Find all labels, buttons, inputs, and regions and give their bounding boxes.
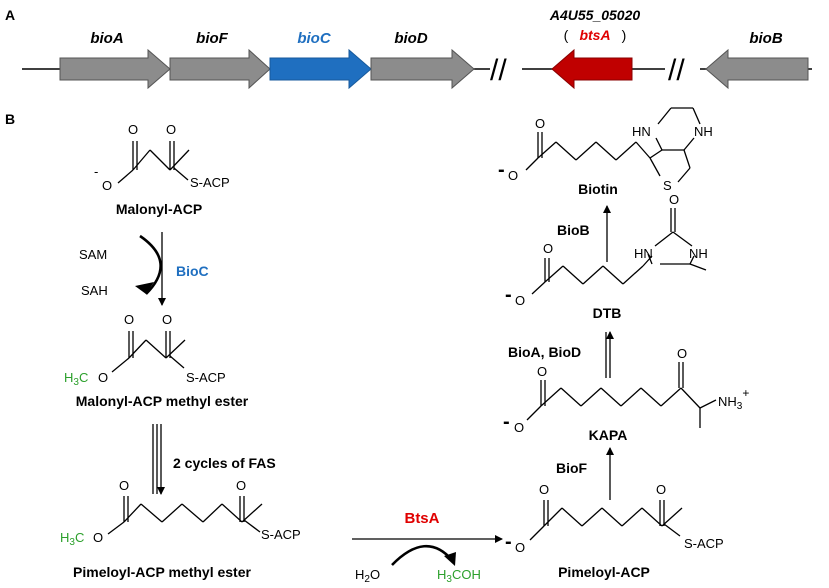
atom-o: O — [236, 478, 246, 493]
enzyme-bioa-biod: BioA, BioD — [508, 344, 581, 360]
enzyme-fas: 2 cycles of FAS — [173, 455, 276, 471]
atom-o: O — [93, 530, 103, 545]
locus-tag-label: A4U55_05020 — [549, 7, 641, 23]
compound-dtb: DTB — [593, 305, 622, 321]
methyl-group: H3C — [60, 530, 84, 548]
gene-biob-label: bioB — [749, 30, 782, 47]
gene-biof-arrow — [169, 48, 271, 90]
atom-s-acp: S-ACP — [261, 527, 301, 542]
enzyme-btsa: BtsA — [404, 510, 439, 527]
cofactor-methanol: H3COH — [437, 567, 481, 585]
atom-o: O — [98, 370, 108, 385]
gene-bioc-arrow — [269, 48, 372, 90]
atom-s: S — [663, 178, 672, 193]
break-mark: // — [668, 54, 685, 87]
atom-s-acp: S-ACP — [684, 536, 724, 551]
atom-minus: - — [503, 411, 510, 433]
atom-o: O — [543, 241, 553, 256]
atom-o: O — [535, 116, 545, 131]
enzyme-biof: BioF — [556, 460, 588, 476]
atom-o: O — [166, 122, 176, 137]
paren-open: ( — [564, 27, 569, 43]
atom-minus: - — [505, 284, 512, 306]
cofactor-water: H2O — [355, 567, 380, 585]
atom-nh: NH — [689, 246, 708, 261]
atom-nh: NH — [694, 124, 713, 139]
atom-hn: HN — [634, 246, 653, 261]
malonyl-acp-structure — [117, 141, 190, 184]
pimeloyl-acp-methyl-ester-structure — [107, 496, 263, 535]
compound-pimeloyl-acp: Pimeloyl-ACP — [558, 564, 650, 580]
atom-o: O — [537, 364, 547, 379]
sam-sah-curved-arrow — [139, 234, 162, 295]
atom-o: O — [162, 312, 172, 327]
cofactor-sam: SAM — [79, 247, 107, 262]
gene-biod-arrow — [370, 48, 475, 90]
atom-o: O — [514, 420, 524, 435]
gene-biob-arrow — [705, 48, 809, 90]
atom-o: O — [656, 482, 666, 497]
atom-s-acp: S-ACP — [186, 370, 226, 385]
compound-kapa: KAPA — [589, 427, 628, 443]
compound-malonyl-acp: Malonyl-ACP — [116, 201, 202, 217]
atom-o: O — [128, 122, 138, 137]
atom-o: O — [124, 312, 134, 327]
enzyme-biob: BioB — [557, 222, 590, 238]
compound-malonyl-acp-methyl-ester: Malonyl-ACP methyl ester — [76, 393, 249, 409]
atom-o: O — [508, 168, 518, 183]
water-methanol-curved-arrow — [391, 544, 453, 566]
gene-bioc-label: bioC — [297, 30, 331, 47]
atom-o: O — [119, 478, 129, 493]
gene-bioa-label: bioA — [90, 30, 123, 47]
gene-btsa-label: btsA — [579, 27, 610, 43]
atom-o: O — [677, 346, 687, 361]
kapa-structure — [526, 362, 717, 428]
cofactor-sah: SAH — [81, 283, 108, 298]
atom-o: O — [102, 178, 112, 193]
atom-hn: HN — [632, 124, 651, 139]
paren-close: ) — [622, 27, 627, 43]
gene-btsa-arrow — [551, 48, 633, 90]
compound-pimeloyl-acp-methyl-ester: Pimeloyl-ACP methyl ester — [73, 564, 251, 580]
atom-nh3: NH3+ — [718, 386, 749, 412]
break-mark: // — [490, 54, 507, 87]
panel-a-label: A — [5, 7, 15, 23]
atom-o: O — [669, 192, 679, 207]
pimeloyl-acp-structure — [529, 500, 683, 541]
gene-bioa-arrow — [59, 48, 171, 90]
atom-o: O — [539, 482, 549, 497]
gene-biod-label: bioD — [394, 30, 427, 47]
atom-minus: - — [94, 164, 98, 179]
enzyme-bioc: BioC — [176, 263, 209, 279]
methyl-group: H3C — [64, 370, 88, 388]
gene-biof-label: bioF — [196, 30, 228, 47]
malonyl-acp-methyl-ester-structure — [111, 331, 186, 373]
atom-o: O — [515, 293, 525, 308]
atom-minus: - — [498, 159, 505, 181]
compound-biotin: Biotin — [578, 181, 618, 197]
atom-s-acp: S-ACP — [190, 175, 230, 190]
biotin-structure — [525, 107, 701, 183]
panel-b-label: B — [5, 111, 15, 127]
curved-arrowhead — [444, 552, 456, 566]
atom-minus: - — [505, 531, 512, 553]
atom-o: O — [515, 540, 525, 555]
curved-arrowhead — [135, 282, 154, 294]
dtb-structure — [531, 208, 707, 295]
